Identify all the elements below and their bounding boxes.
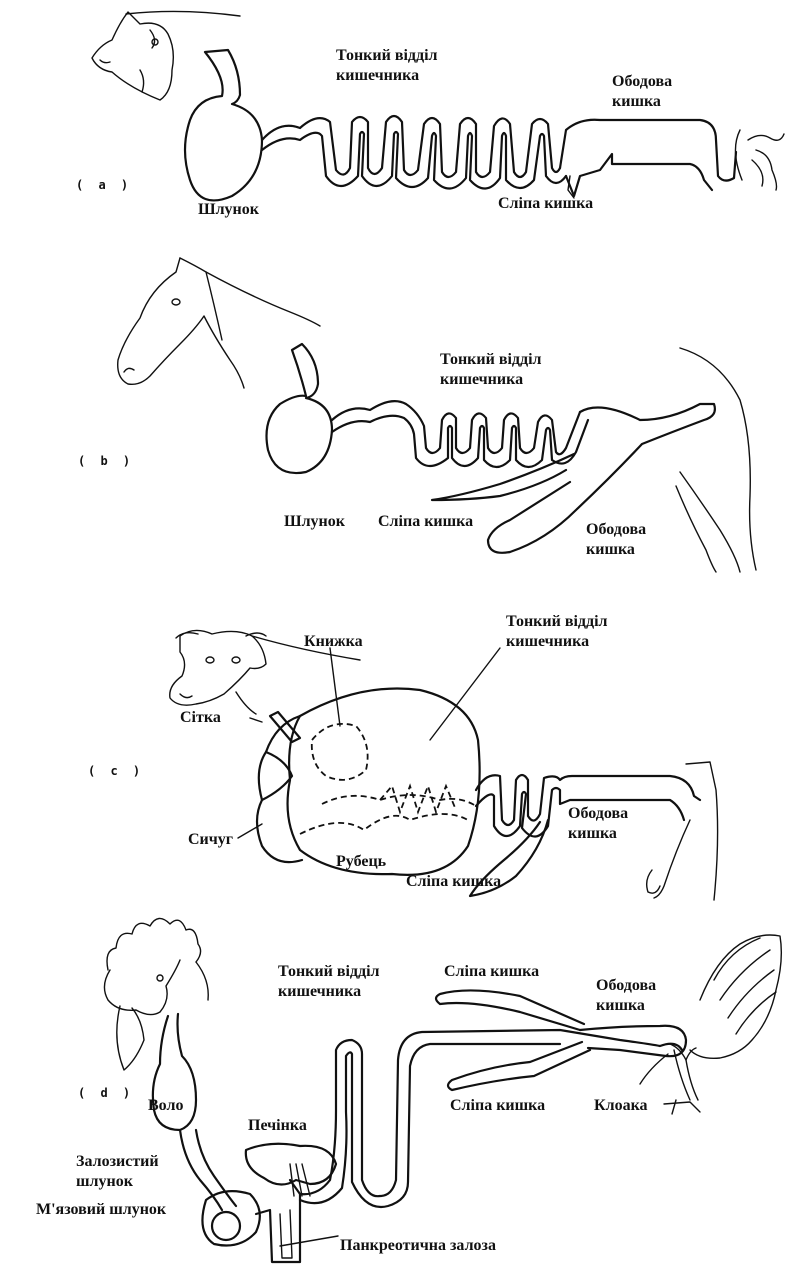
label-a-stomach: Шлунок bbox=[198, 200, 259, 220]
label-d-small-intestine: Тонкий відділ кишечника bbox=[278, 962, 380, 1002]
panel-d-drawing bbox=[104, 918, 781, 1262]
label-b-stomach: Шлунок bbox=[284, 512, 345, 532]
horse-head-sketch bbox=[118, 258, 320, 388]
pig-intestinal-tract bbox=[185, 50, 784, 200]
panel-marker-a: ( a ) bbox=[76, 178, 132, 192]
label-d-liver: Печінка bbox=[248, 1116, 307, 1136]
label-b-cecum: Сліпа кишка bbox=[378, 512, 473, 532]
label-d-cecum-lower: Сліпа кишка bbox=[450, 1096, 545, 1116]
label-c-cecum: Сліпа кишка bbox=[406, 872, 501, 892]
label-c-reticulum: Сітка bbox=[180, 708, 221, 728]
leader-line-omasum bbox=[330, 648, 340, 726]
rooster-digestive-tract bbox=[153, 990, 686, 1262]
label-c-colon: Ободова кишка bbox=[568, 804, 628, 844]
label-c-rumen: Рубець bbox=[336, 852, 386, 872]
panel-c-drawing bbox=[170, 630, 718, 900]
label-c-omasum: Книжка bbox=[304, 632, 363, 652]
cow-stomach-and-intestine bbox=[257, 688, 718, 900]
leader-line-reticulum bbox=[250, 718, 262, 722]
label-a-small-intestine: Тонкий відділ кишечника bbox=[336, 46, 438, 86]
label-d-proventriculus: Залозистий шлунок bbox=[76, 1152, 159, 1192]
label-d-pancreas: Панкреотична залоза bbox=[340, 1236, 496, 1256]
label-b-small-intestine: Тонкий відділ кишечника bbox=[440, 350, 542, 390]
rooster-body-sketch bbox=[664, 935, 781, 1114]
panel-marker-d: ( d ) bbox=[78, 1086, 134, 1100]
rooster-head-sketch bbox=[104, 918, 208, 1070]
label-c-small-intestine: Тонкий відділ кишечника bbox=[506, 612, 608, 652]
label-b-colon: Ободова кишка bbox=[586, 520, 646, 560]
label-d-crop: Воло bbox=[148, 1096, 183, 1116]
label-d-colon: Ободова кишка bbox=[596, 976, 656, 1016]
panel-a-drawing bbox=[92, 11, 784, 200]
pig-head-sketch bbox=[92, 11, 240, 100]
panel-marker-c: ( c ) bbox=[88, 764, 144, 778]
label-d-gizzard: М'язовий шлунок bbox=[36, 1200, 166, 1220]
label-d-cecum-upper: Сліпа кишка bbox=[444, 962, 539, 982]
label-d-cloaca: Клоака bbox=[594, 1096, 648, 1116]
label-a-cecum: Сліпа кишка bbox=[498, 194, 593, 214]
leader-line-small-intestine bbox=[430, 648, 500, 740]
panel-marker-b: ( b ) bbox=[78, 454, 134, 468]
label-a-colon: Ободова кишка bbox=[612, 72, 672, 112]
label-c-abomasum: Сичуг bbox=[188, 830, 233, 850]
